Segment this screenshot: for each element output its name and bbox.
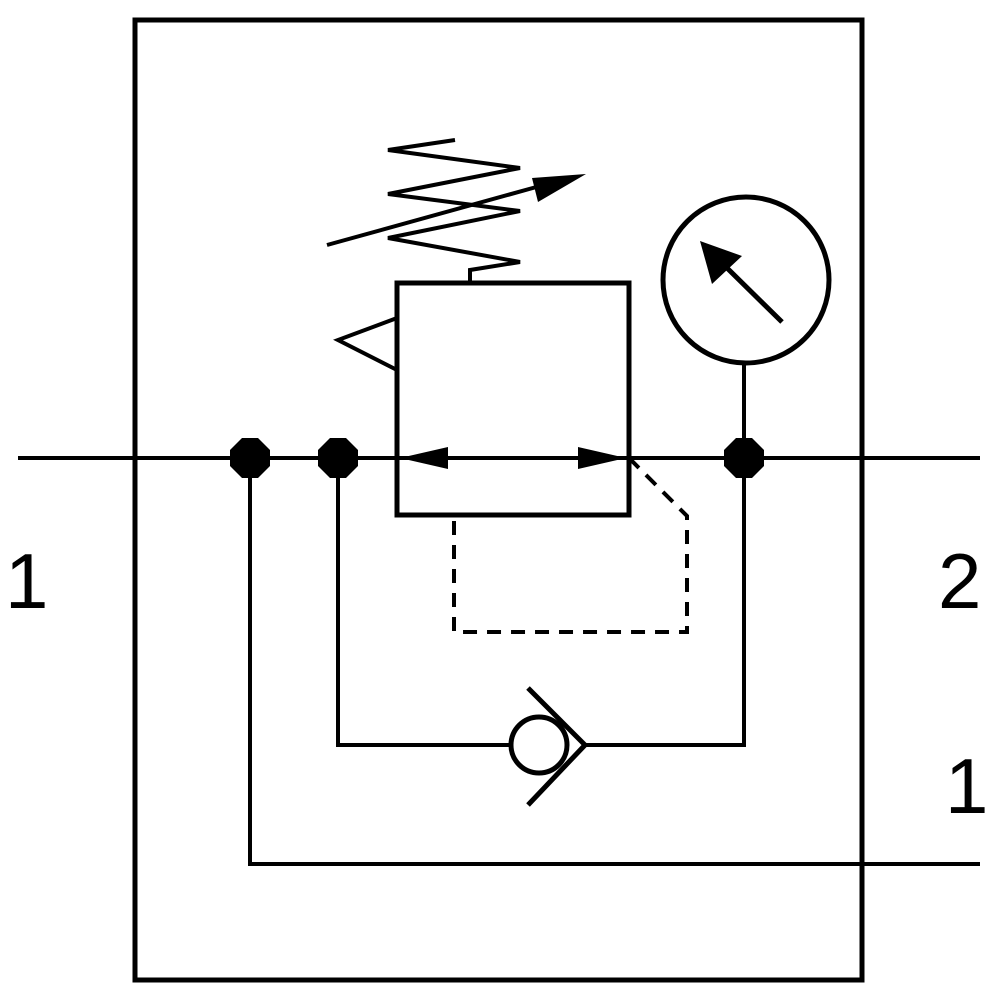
valve-arrow-right-icon [578, 447, 626, 469]
pressure-gauge [660, 194, 832, 458]
return-line [248, 458, 980, 866]
check-valve-seat [526, 686, 589, 807]
gauge-needle-arrow-icon [700, 241, 742, 284]
bypass-line-left [336, 458, 510, 747]
spring-adjust-arrow-icon [532, 174, 586, 202]
gauge-needle [723, 264, 784, 324]
junction-dot [724, 438, 764, 478]
check-valve-ball [508, 714, 570, 776]
pressure-regulator-valve [333, 280, 632, 518]
bypass-line-right [585, 458, 746, 747]
relief-triangle [333, 316, 398, 372]
port-label-outlet: 2 [938, 537, 981, 625]
junction-dot [230, 438, 270, 478]
port-label-inlet: 1 [5, 537, 48, 625]
valve-arrow-left-icon [400, 447, 448, 469]
check-valve [508, 686, 589, 807]
gauge-dial [660, 194, 832, 366]
port-label-return: 1 [945, 742, 988, 830]
junction-dot [318, 438, 358, 478]
pilot-line [452, 456, 689, 634]
valve-body [394, 280, 632, 518]
spring-zigzag [387, 138, 521, 283]
adjustable-spring [326, 138, 586, 283]
enclosure-frame [132, 17, 865, 983]
spring-adjust-line [326, 184, 541, 247]
junctions [230, 438, 764, 478]
